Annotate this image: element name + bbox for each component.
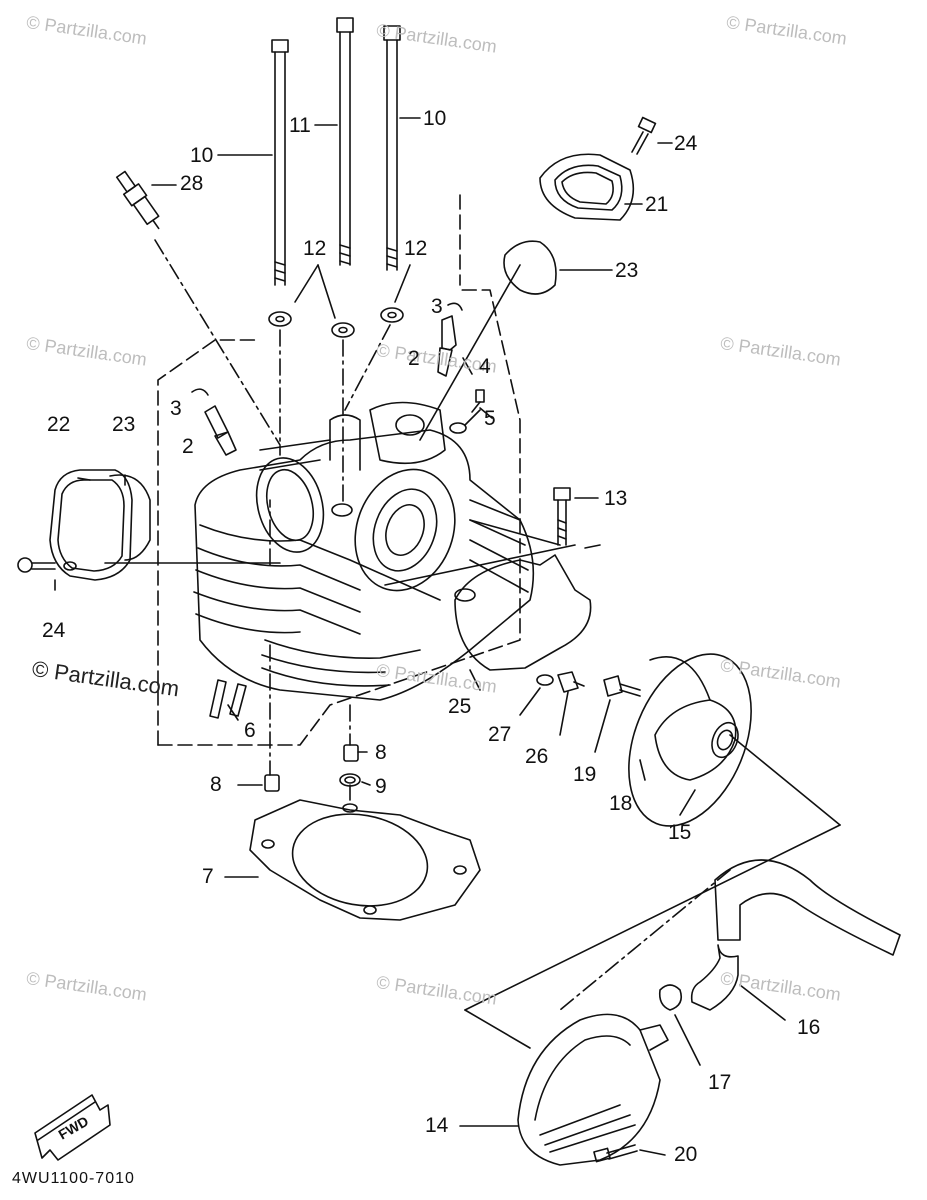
callout-label: 20	[674, 1143, 698, 1166]
dowel	[343, 744, 359, 762]
bolt-small	[471, 389, 485, 413]
callout-label: 16	[797, 1016, 821, 1039]
o-ring-gasket	[503, 240, 557, 295]
washer-9	[339, 773, 361, 787]
stud-bolt-left	[271, 39, 289, 286]
stud-bolt-middle	[336, 17, 354, 266]
head-gasket	[249, 799, 481, 921]
callout-label: 23	[112, 413, 136, 436]
valve-cover	[517, 1013, 669, 1166]
diagram-code: 4WU1100-7010	[12, 1170, 135, 1187]
fwd-arrow-icon	[34, 1094, 111, 1161]
valve-guide-left	[204, 405, 237, 456]
breather-hose	[690, 859, 901, 1011]
cap-cover-left	[49, 469, 151, 581]
callout-label: 9	[375, 775, 387, 798]
washer	[331, 322, 355, 338]
callout-label: 11	[289, 114, 311, 137]
pin	[536, 674, 554, 686]
callout-label: 13	[604, 487, 628, 510]
bolt-13	[553, 487, 571, 546]
cam-cover	[628, 653, 752, 827]
callout-label: 21	[645, 193, 669, 216]
callout-label: 24	[674, 132, 698, 155]
circlip	[447, 302, 463, 311]
cam-gasket	[649, 656, 711, 701]
callout-label: 2	[408, 347, 420, 370]
callout-label: 5	[484, 407, 496, 430]
callout-label: 25	[448, 695, 472, 718]
circlip	[191, 388, 209, 396]
callout-label: 4	[479, 355, 491, 378]
valve-guide-right	[437, 315, 457, 377]
callout-label: 24	[42, 619, 66, 642]
bolt-20	[593, 1144, 638, 1163]
washer	[268, 311, 292, 327]
dowel-pins	[209, 679, 247, 719]
bolt-top-right	[631, 116, 657, 155]
callout-label: 3	[431, 295, 443, 318]
callout-label: 26	[525, 745, 549, 768]
washer	[380, 307, 404, 323]
callout-label: 18	[609, 792, 633, 815]
hose-clip	[658, 984, 683, 1011]
callout-label: 14	[425, 1114, 449, 1137]
callout-label: 27	[488, 723, 512, 746]
dowel	[264, 774, 280, 792]
callout-label: 10	[190, 144, 214, 167]
callout-label: 12	[303, 237, 327, 260]
spark-plug	[115, 170, 160, 230]
stud-bolt-right	[383, 25, 401, 271]
callout-label: 8	[210, 773, 222, 796]
cylinder-head	[193, 401, 535, 701]
callout-label: 10	[423, 107, 447, 130]
cap-cover-right	[539, 153, 635, 221]
callout-label: 3	[170, 397, 182, 420]
callout-label: 17	[708, 1071, 732, 1094]
callout-label: 8	[375, 741, 387, 764]
gasket-small	[449, 422, 467, 434]
callout-label: 12	[404, 237, 428, 260]
callout-label: 15	[668, 821, 692, 844]
bolt-26	[557, 671, 585, 693]
bolt-19	[603, 675, 641, 697]
callout-label: 6	[244, 719, 256, 742]
callout-label: 23	[615, 259, 639, 282]
callout-label: 19	[573, 763, 597, 786]
callout-label: 7	[202, 865, 214, 888]
callout-label: 28	[180, 172, 204, 195]
callout-label: 22	[47, 413, 71, 436]
bolt-left	[17, 557, 77, 573]
side-gasket	[454, 554, 592, 671]
callout-label: 2	[182, 435, 194, 458]
